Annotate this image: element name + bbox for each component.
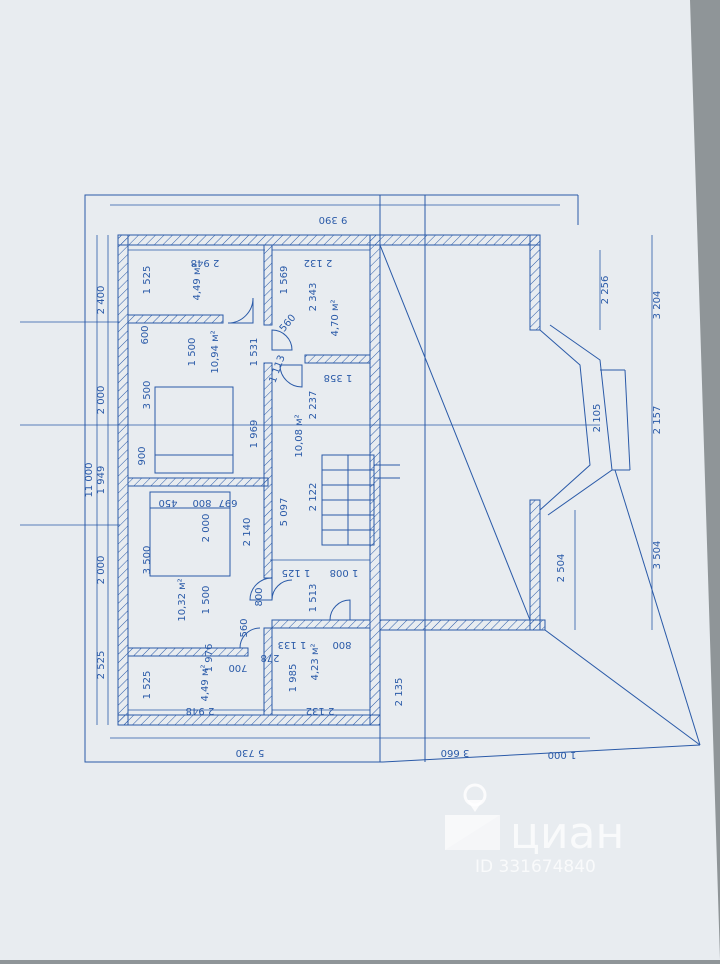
dim-left-1: 2 000 [96,386,107,415]
interior-dim: 1 976 [204,644,215,673]
dim-right-0: 2 256 [600,276,611,305]
dim-bottom-left-room: 2 948 [186,705,215,716]
interior-dim: 5 097 [279,498,290,527]
watermark-brand: циан [510,808,624,859]
cian-watermark: циан ID 331674840 [445,783,624,877]
dim-left-5: 2 525 [96,651,107,680]
area-room-top-right: 4,70 м² [330,300,341,337]
dim-left-0: 2 400 [96,286,107,315]
interior-dim: 2 122 [308,483,319,512]
interior-dim: 3 500 [142,381,153,410]
interior-dim: 700 [228,662,247,673]
interior-dim: 1 569 [279,266,290,295]
dim-right-5: 3 504 [652,541,663,570]
doors [227,297,351,649]
dim-top-left-room: 2 948 [191,257,220,268]
interior-dim: 800 [254,587,265,606]
area-room-bottom-right: 4,23 м² [310,644,321,681]
dim-bottom-offset: 1 000 [548,749,577,760]
dim-bottom-overall-left: 5 730 [236,747,265,758]
area-room-mid-left: 10,94 м² [210,330,221,373]
area-room-bottom-left: 4,49 м² [200,665,211,702]
area-hall: 10,08 м² [294,414,305,457]
interior-dim: 697 [218,497,237,508]
interior-dim: 1 531 [249,338,260,367]
interior-dim: 1 500 [187,338,198,367]
bay-window [539,324,631,516]
interior-dim: 1 500 [201,586,212,615]
dim-right-4: 2 504 [556,554,567,583]
interior-dim: 2 140 [242,518,253,547]
location-pin-icon [463,783,487,812]
interior-dim: 1 125 [282,567,311,578]
roof-lines [379,244,701,746]
interior-dim: 2 237 [308,391,319,420]
interior-dim: 1 969 [249,420,260,449]
interior-dim: 1 525 [142,671,153,700]
room-areas: 4,49 м² 4,70 м² 10,94 м² 10,08 м² 10,32 … [177,264,341,702]
area-room-low-left: 10,32 м² [177,578,188,621]
dim-left-3: 1 949 [96,466,107,495]
dim-right-1: 3 204 [652,291,663,320]
interior-dim: 450 [158,497,177,508]
interior-dim: 900 [137,446,148,465]
dim-bottom-right-room: 2 132 [306,705,335,716]
dim-right-3: 2 157 [652,406,663,435]
interior-dim: 800 [332,639,351,650]
dim-left-4: 2 000 [96,556,107,585]
dimension-lines [96,204,653,739]
interior-dim: 560 [239,618,250,637]
walls [117,234,546,726]
dim-bottom-overall-right: 3 660 [441,747,470,758]
dim-left-2: 11 000 [84,463,95,498]
interior-dim: 2 000 [201,514,212,543]
interior-dim: 800 [192,497,211,508]
dim-right-2: 2 105 [592,404,603,433]
interior-dim: 1 008 [330,567,359,578]
interior-dim: 1 358 [324,372,353,383]
watermark-id: ID 331674840 [475,857,596,877]
interior-dim: 3 500 [142,546,153,575]
staircase [321,454,400,546]
interior-dim: 2 135 [394,678,405,707]
interior-dim: 278 [260,652,279,663]
cian-logo-icon [445,815,500,850]
interior-dim: 1 513 [308,584,319,613]
extension-lines [20,321,600,526]
dim-top-right-room: 2 132 [304,257,333,268]
interior-dim: 1 525 [142,266,153,295]
interior-dim: 2 343 [308,283,319,312]
interior-dim: 1 133 [278,639,307,650]
interior-dim: 600 [140,325,151,344]
dim-top-overall: 9 390 [319,214,348,225]
beds [149,386,234,577]
area-room-top-left: 4,49 м² [192,264,203,301]
interior-dim: 1 985 [288,664,299,693]
